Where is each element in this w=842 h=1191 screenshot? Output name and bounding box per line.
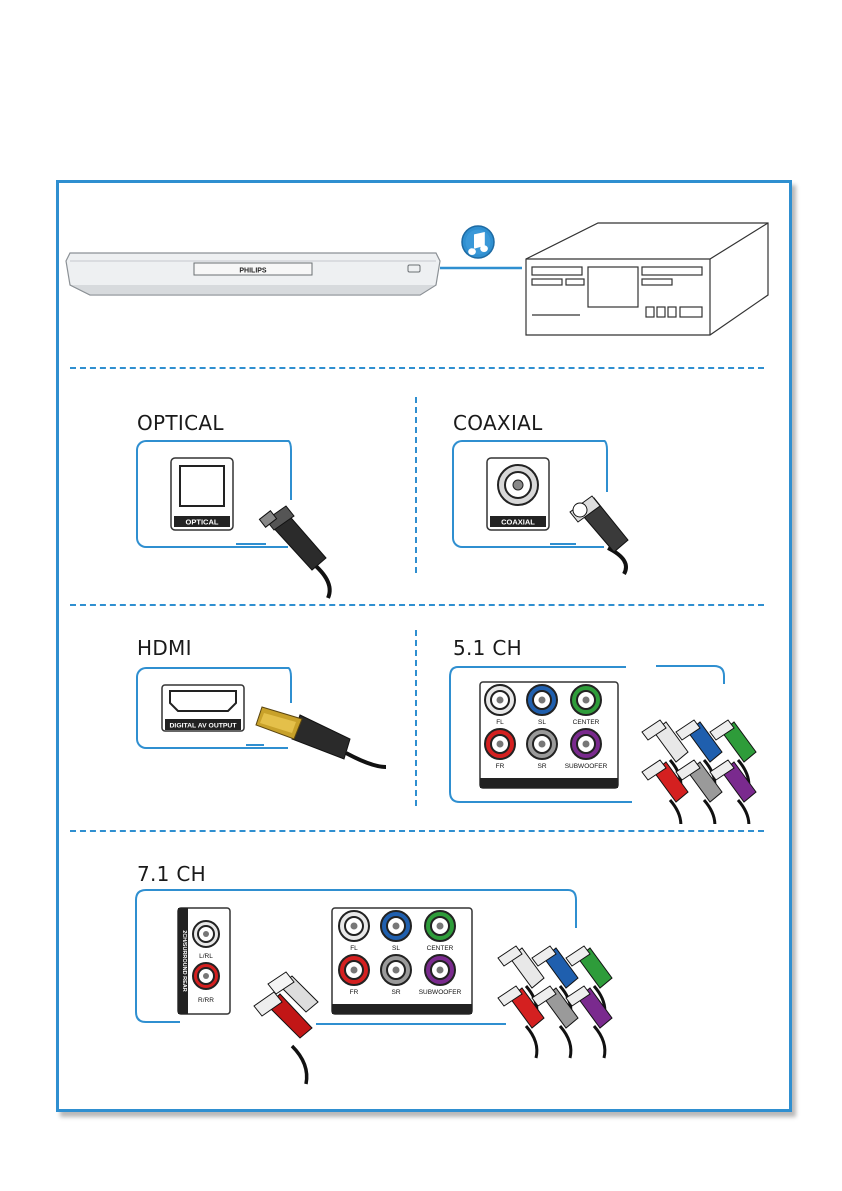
ch51-jack-label: FR xyxy=(496,763,505,770)
rca-plug-purple xyxy=(565,985,613,1059)
hdmi-section-title: HDMI xyxy=(137,636,192,660)
rca-plug-red xyxy=(641,759,689,824)
ch51-jack-label: CENTER xyxy=(573,719,600,726)
ch71-jack-label: FR xyxy=(350,989,359,996)
ch51-jack-label: SR xyxy=(537,763,546,770)
section-divider-vertical xyxy=(415,630,417,806)
optical-cable-icon xyxy=(258,505,332,599)
blu-ray-player-icon: PHILIPS xyxy=(65,252,441,296)
ch51-jack-panel: FL SL CENTER FR SR SUBWOOFER xyxy=(479,681,619,789)
hdmi-cable-icon xyxy=(255,706,387,769)
ch71-side-label: 2CH/SURROUND REAR xyxy=(181,930,187,991)
ch71-side-jack-label: L/RL xyxy=(199,953,213,960)
ch71-plugs-icon xyxy=(497,945,613,1059)
coaxial-bracket xyxy=(452,440,604,548)
coaxial-illustration: COAXIAL xyxy=(486,440,629,575)
optical-section-title: OPTICAL xyxy=(137,411,224,435)
ch51-plugs-icon xyxy=(641,719,757,824)
hdmi-illustration: DIGITAL AV OUTPUT xyxy=(161,667,387,769)
ch71-jack-label: SUBWOOFER xyxy=(419,989,462,996)
player-brand-label: PHILIPS xyxy=(239,268,267,275)
ch71-jack-panel: FL SL CENTER FR SR SUBWOOFER xyxy=(331,907,473,1015)
optical-port-icon: OPTICAL xyxy=(170,457,234,531)
ch71-jack-label: SL xyxy=(392,945,400,952)
ch51-section-title: 5.1 CH xyxy=(453,636,522,660)
coaxial-port-icon: COAXIAL xyxy=(486,457,550,531)
optical-illustration: OPTICAL xyxy=(170,440,332,599)
coaxial-section-title: COAXIAL xyxy=(453,411,543,435)
ch71-side-plugs-icon xyxy=(253,971,319,1085)
section-divider-vertical xyxy=(415,397,417,573)
rca-plug-green xyxy=(709,719,757,793)
section-divider xyxy=(70,367,764,369)
rca-plug-grey xyxy=(531,985,579,1059)
ch71-side-panel: 2CH/SURROUND REAR L/RL R/RR xyxy=(177,907,231,1015)
optical-bracket xyxy=(136,440,288,548)
rca-plug-green xyxy=(565,945,613,1019)
rca-plug-red xyxy=(497,985,545,1059)
hdmi-port-icon: DIGITAL AV OUTPUT xyxy=(161,684,245,732)
ch71-jack-label: SR xyxy=(391,989,400,996)
ch71-illustration: 2CH/SURROUND REAR L/RL R/RR FL SL CENTER FR… xyxy=(135,889,613,1085)
music-note-icon xyxy=(461,225,495,259)
ch71-side-jack-label: R/RR xyxy=(198,997,214,1004)
device-connection-illustration: PHILIPS xyxy=(65,222,769,336)
ch51-jack-label: SL xyxy=(538,719,546,726)
section-divider xyxy=(70,604,764,606)
av-receiver-icon xyxy=(525,222,769,336)
optical-port-label: OPTICAL xyxy=(186,518,219,527)
ch51-illustration: FL SL CENTER FR SR SUBWOOFER xyxy=(449,665,757,824)
coaxial-port-label: COAXIAL xyxy=(501,518,535,527)
rca-plug-purple xyxy=(709,759,757,824)
ch51-jack-label: FL xyxy=(496,719,504,726)
hdmi-bracket xyxy=(136,667,288,749)
ch71-section-title: 7.1 CH xyxy=(137,862,206,886)
ch71-jack-label: CENTER xyxy=(427,945,454,952)
ch51-jack-label: SUBWOOFER xyxy=(565,763,608,770)
hdmi-port-label: DIGITAL AV OUTPUT xyxy=(170,723,238,730)
section-divider xyxy=(70,830,764,832)
rca-plug-grey xyxy=(675,759,723,824)
rca-plug-blue xyxy=(531,945,579,1019)
coaxial-cable-icon xyxy=(569,495,629,575)
ch71-jack-label: FL xyxy=(350,945,358,952)
